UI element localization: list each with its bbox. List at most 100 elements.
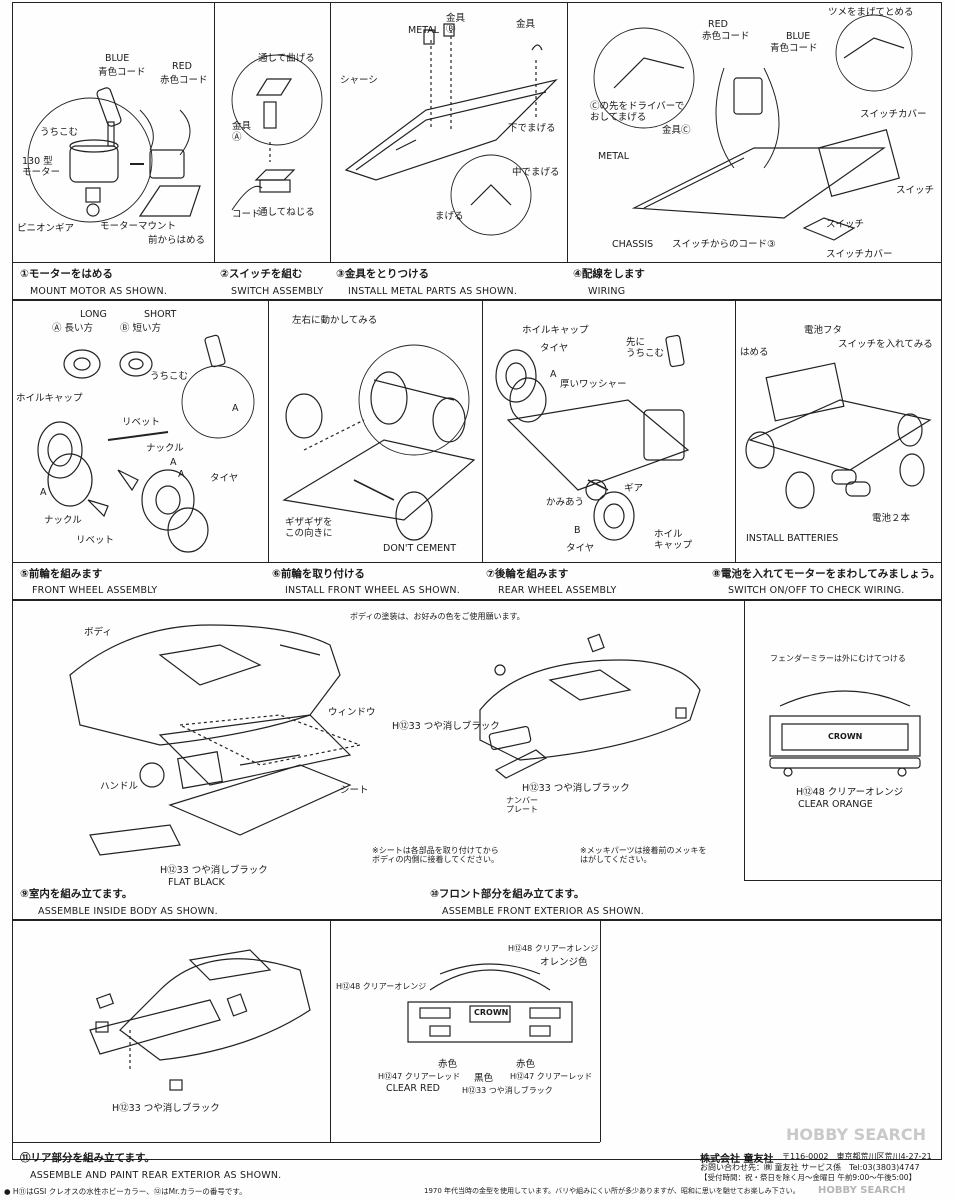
step8-subtitle: SWITCH ON/OFF TO CHECK WIRING. [728,585,905,596]
step4-subtitle: WIRING [588,286,626,297]
s1-blue-ja: 青色コード [98,67,146,78]
s5-tire: タイヤ [210,473,239,484]
watermark-logo: HOBBY SEARCH [786,1125,926,1144]
s4-switch2: スイッチ [826,219,865,230]
s11b-clear-red-en: CLEAR RED [386,1083,440,1094]
s7-wheel: ホイル キャップ [654,529,693,551]
s7-b: B [574,525,581,536]
company-name: 株式会社 童友社 [700,1154,774,1165]
company-contact: お問い合わせ先：㈱ 童友社 サービス係 Tel:03(3803)4747 [700,1163,920,1172]
s4-claw: ツメをまげてとめる [828,7,914,18]
row2-divider-1 [268,300,269,562]
row1-divider-2 [330,2,331,262]
s9-seat: シート [340,785,369,796]
s5-knuckle2: ナックル [44,515,82,526]
row4-caption-divider [12,1142,600,1143]
rear-wheel-illustration [488,320,732,556]
s3-kanagu: 金具 [516,19,536,30]
row4-divider-1 [330,920,331,1142]
s1-red-en: RED [172,61,192,72]
s4-chassis: CHASSIS [612,239,654,250]
step9-title: ⑨室内を組み立てます。 [20,888,133,900]
s4-blue-ja: 青色コード [770,43,818,54]
s4-red-en: RED [708,19,728,30]
s11b-flat-black: H⑫33 つや消しブラック [462,1086,553,1095]
s9-handle: ハンドル [100,781,139,792]
s5-wheel-cap: ホイルキャップ [16,393,83,404]
s9-flat-black-ja: H⑫33 つや消しブラック [160,865,268,876]
step1-subtitle: MOUNT MOTOR AS SHOWN. [30,286,168,297]
step6-title: ⑥前輪を取り付ける [272,568,365,580]
row1-caption-divider [12,262,942,263]
s11b-red2: 赤色 [516,1059,536,1070]
s7-gear: ギア [624,483,644,494]
s5-uchikomu: うちこむ [150,371,189,382]
s4-driver: Ⓒの先をドライバーで おしてまげる [590,101,685,123]
s3-kanagu-b: 金具 Ⓑ [446,13,466,35]
chassis-metal-illustration [336,20,564,255]
s7-washer: 厚いワッシャー [560,379,627,390]
row2-caption-divider [12,562,942,563]
step10-title: ⑩フロント部分を組み立てます。 [430,888,585,900]
row3-caption-divider-r [744,880,942,881]
s11b-clear-orange: H⑫48 クリアーオレンジ [508,944,599,953]
s1-pinion: ピニオンギア [17,223,75,234]
s10-mirror-note: フェンダーミラーは外にむけてつける [770,654,906,663]
s11b-clear-red2: H⑫47 クリアーレッド [510,1072,593,1081]
s4-switch-cover2: スイッチカバー [826,249,893,260]
s7-tire: タイヤ [540,343,569,354]
s5-short-ja: Ⓑ 短い方 [120,323,162,334]
interior-illustration [60,615,380,870]
s3-bend-mid: 中でまげる [512,167,560,178]
s7-a: A [550,369,557,380]
company-hours: 【受付時間：祝・祭日を除く月～金曜日 午前9:00～午後5:00】 [700,1173,917,1182]
s4-metal: METAL [598,151,630,162]
s11b-black: 黒色 [474,1073,494,1084]
watermark-small: HOBBY SEARCH [818,1185,906,1196]
step7-title: ⑦後輪を組みます [486,568,569,580]
s4-switch-cover: スイッチカバー [860,109,927,120]
row1-frame [12,2,942,300]
rear-exterior-illustration [70,930,320,1100]
s7-mesh: かみあう [546,497,585,508]
s4-red-ja: 赤色コード [702,31,750,42]
front-view-illustration [760,676,930,786]
step4-title: ④配線をします [573,268,645,280]
s9-flat-black-en: FLAT BLACK [168,877,225,888]
switch-illustration [222,40,327,250]
row1-divider-3 [567,2,568,262]
step3-subtitle: INSTALL METAL PARTS AS SHOWN. [348,286,518,297]
s4-switch-cord: スイッチからのコード③ [672,239,776,250]
row3-divider [744,600,745,880]
batteries-illustration [740,330,938,530]
s2-cord: コード [232,209,261,220]
s5-a1: A [232,403,239,414]
s5-a4: A [40,487,47,498]
s11b-red1: 赤色 [438,1059,458,1070]
s1-red-ja: 赤色コード [160,75,208,86]
s4-kanagu-c: 金具Ⓒ [662,125,691,136]
s5-rivet2: リベット [76,535,115,546]
s10-flat-black: H⑫33 つや消しブラック [392,721,500,732]
s5-short-en: SHORT [144,309,177,320]
row4-divider-2 [600,920,601,1142]
s1-motor: 130 型 モーター [22,156,61,178]
rear-view-illustration [400,950,580,1070]
step3-title: ③金具をとりつける [336,268,429,280]
s1-mount: モーターマウント [100,221,177,232]
s11b-clear-orange2: H⑫48 クリアーオレンジ [336,982,427,991]
s5-a2: A [170,457,177,468]
paint-note: ● H⑪はGSI クレオスの水性ホビーカラー、⑫はMr.カラーの番号です。 [4,1187,247,1196]
s6-move: 左右に動かしてみる [292,315,378,326]
s3-metal: METAL [408,25,440,36]
s2-kanagu-a: 金具 Ⓐ [232,121,252,143]
step2-title: ②スイッチを組む [220,268,303,280]
s8-lid: 電池フタ [804,325,843,336]
s11a-flat-black: H⑫33 つや消しブラック [112,1103,220,1114]
step11-subtitle: ASSEMBLE AND PAINT REAR EXTERIOR AS SHOW… [30,1170,282,1181]
s9-body: ボディ [84,627,112,638]
s2-bend: 通して曲げる [258,53,315,64]
s5-rivet: リベット [122,417,161,428]
s8-hameru: はめる [740,347,769,358]
s10-clear-orange-ja: H⑫48 クリアーオレンジ [796,787,904,798]
